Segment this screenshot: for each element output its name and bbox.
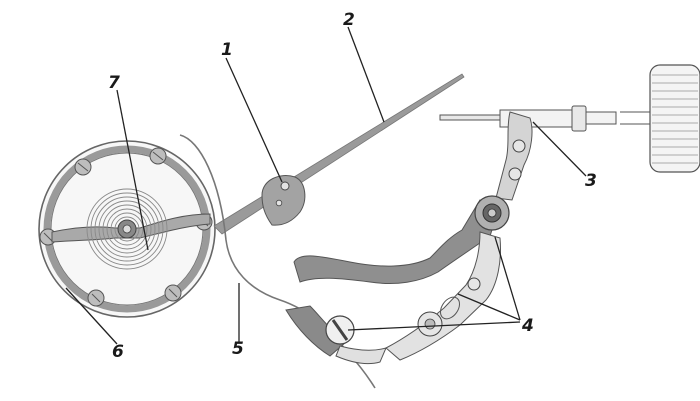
leader-7 [116,89,149,251]
label-7: 7 [108,73,120,93]
lever-screw-mid [508,167,522,181]
leader-4b [457,293,521,321]
label-2: 2 [343,10,355,30]
winding-stem [439,105,650,132]
lever-screw-top [512,139,526,153]
leader-lines [65,26,587,345]
leader-6 [65,287,118,345]
lower-bridge [285,305,347,357]
leader-1 [225,57,283,183]
regulator-pin [275,199,283,207]
leader-2 [347,26,385,123]
label-5: 5 [232,339,244,359]
balance-staff [117,219,137,239]
yoke-lower [385,231,501,361]
leader-4c [347,321,521,331]
callout-labels: 1 2 3 4 5 6 7 [108,10,597,362]
label-6: 6 [112,342,124,362]
label-4: 4 [521,316,534,336]
label-3: 3 [585,171,597,191]
crown [649,64,700,173]
yoke-arm [293,199,501,285]
setting-lever [495,111,533,201]
label-1: 1 [221,40,233,60]
regulator-plate [261,175,306,226]
regulator-screw [280,181,290,191]
leader-4a [494,236,521,321]
leader-3 [532,121,587,177]
index-needle [213,73,465,235]
hairspring [86,188,168,270]
